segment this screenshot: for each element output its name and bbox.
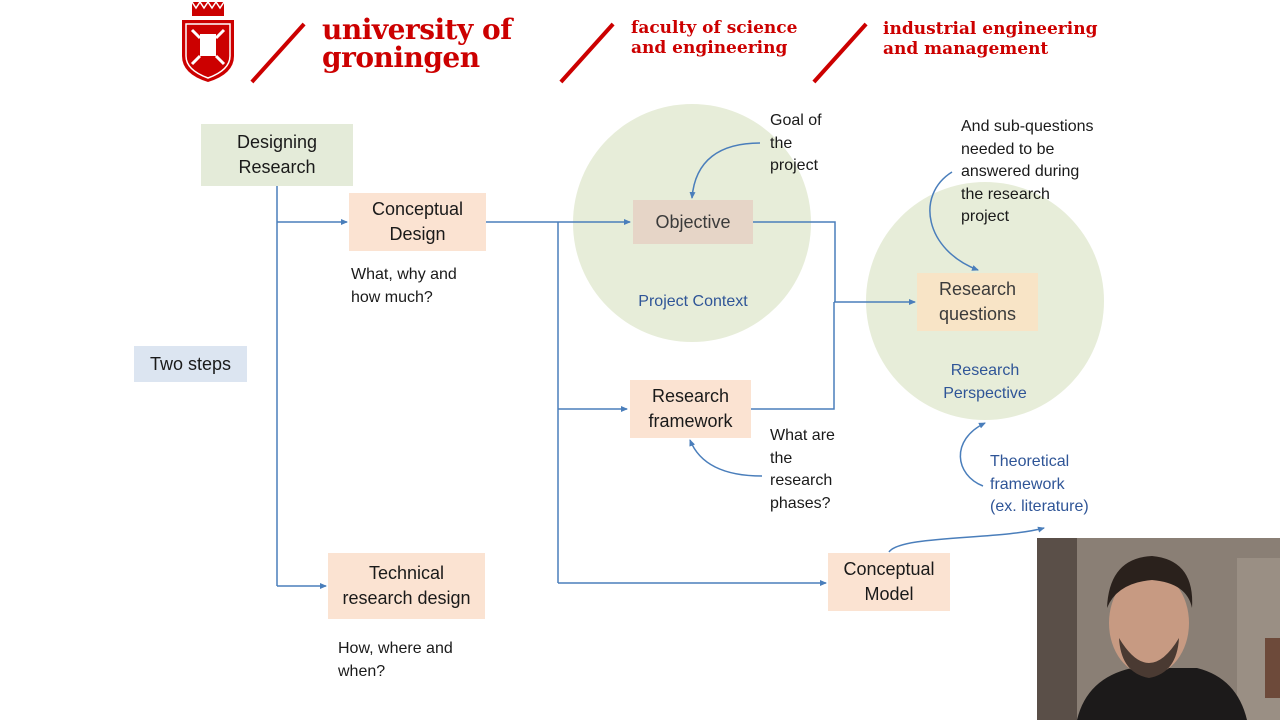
conceptual-design-box: Conceptual Design: [349, 193, 486, 251]
research-phases-note: What are the research phases?: [770, 427, 835, 512]
designing-research-box: Designing Research: [201, 124, 353, 186]
research-questions-box: Research questions: [917, 273, 1038, 331]
technical-research-design-box: Technical research design: [328, 553, 485, 619]
project-context-label: Project Context: [638, 293, 748, 310]
research-framework-box: Research framework: [630, 380, 751, 438]
conceptual-model-box: Conceptual Model: [828, 553, 950, 611]
university-crest-icon: [178, 0, 238, 84]
research-perspective-label: Research Perspective: [943, 362, 1027, 402]
goal-note: Goal of the project: [770, 112, 822, 174]
how-where-note: How, where and when?: [338, 640, 453, 680]
presenter-webcam: [1037, 538, 1280, 720]
two-steps-box: Two steps: [134, 346, 247, 382]
department-name: industrial engineering and management: [883, 19, 1098, 59]
university-name: university of groningen: [322, 13, 512, 74]
faculty-name: faculty of science and engineering: [631, 18, 798, 58]
theoretical-framework-note: Theoretical framework (ex. literature): [990, 453, 1089, 515]
objective-box: Objective: [633, 200, 753, 244]
sub-questions-note: And sub-questions needed to be answered …: [961, 118, 1094, 225]
what-why-note: What, why and how much?: [351, 266, 457, 306]
